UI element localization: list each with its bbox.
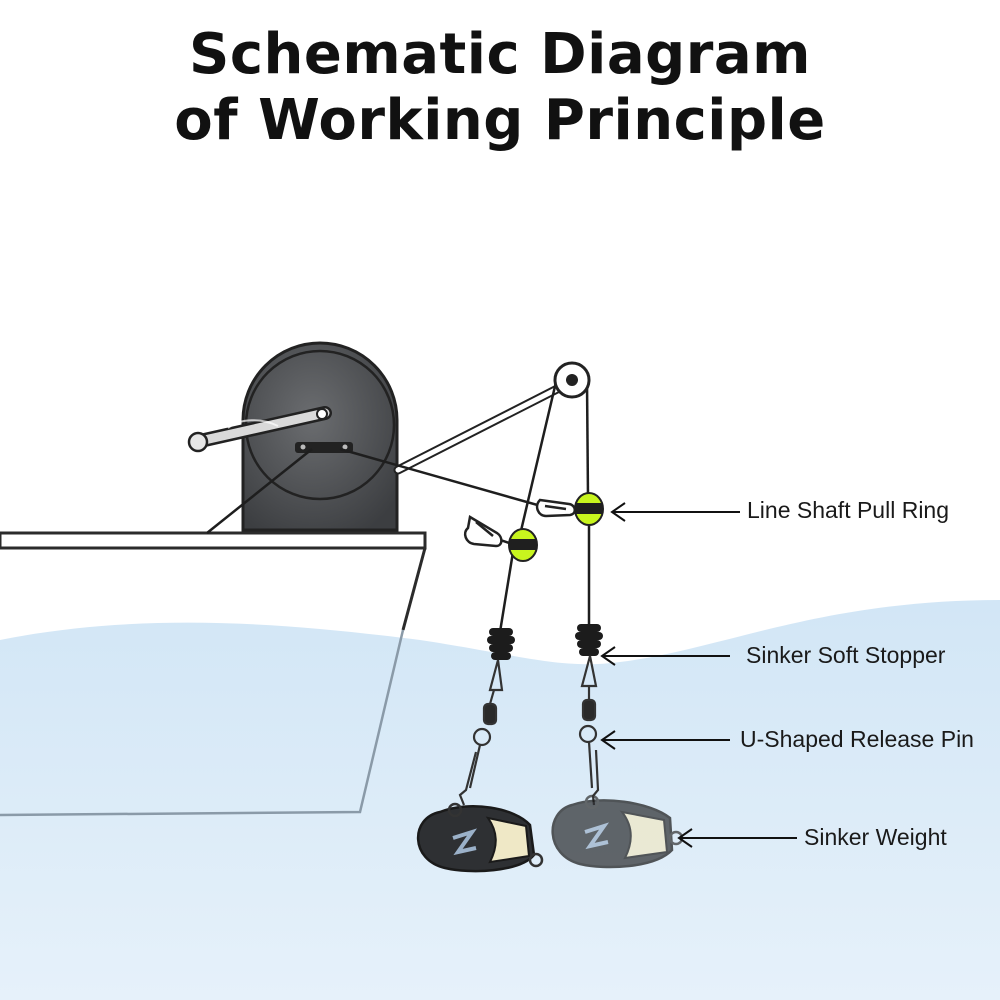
label-sinker-soft-stopper: Sinker Soft Stopper: [746, 642, 946, 668]
title-line-2: of Working Principle: [174, 88, 826, 153]
pull-ring-right: [574, 492, 604, 526]
label-u-shaped-release-pin: U-Shaped Release Pin: [740, 726, 974, 752]
downrigger-reel: [187, 341, 399, 532]
soft-stopper-right: [575, 624, 603, 656]
sinker-weight-left: [416, 802, 544, 873]
boom-arm: [393, 380, 570, 475]
pull-ring-left: [508, 528, 538, 562]
release-pin-right: [578, 655, 600, 806]
pulley: [553, 361, 591, 399]
release-pin-left: [458, 659, 504, 806]
snap-clip-left: [463, 515, 503, 548]
diagram-title: Schematic Diagram of Working Principle: [0, 22, 1000, 154]
water: [0, 600, 1000, 1000]
soft-stopper-left: [487, 628, 515, 660]
boat-hull: [0, 531, 427, 817]
fishing-lines: [206, 381, 591, 633]
callout-arrows: [600, 502, 797, 848]
snap-clip-right: [535, 498, 576, 518]
label-sinker-weight: Sinker Weight: [804, 824, 947, 850]
title-line-1: Schematic Diagram: [189, 22, 811, 87]
sinker-weight-right: [551, 794, 684, 869]
label-line-shaft-pull-ring: Line Shaft Pull Ring: [747, 497, 950, 523]
